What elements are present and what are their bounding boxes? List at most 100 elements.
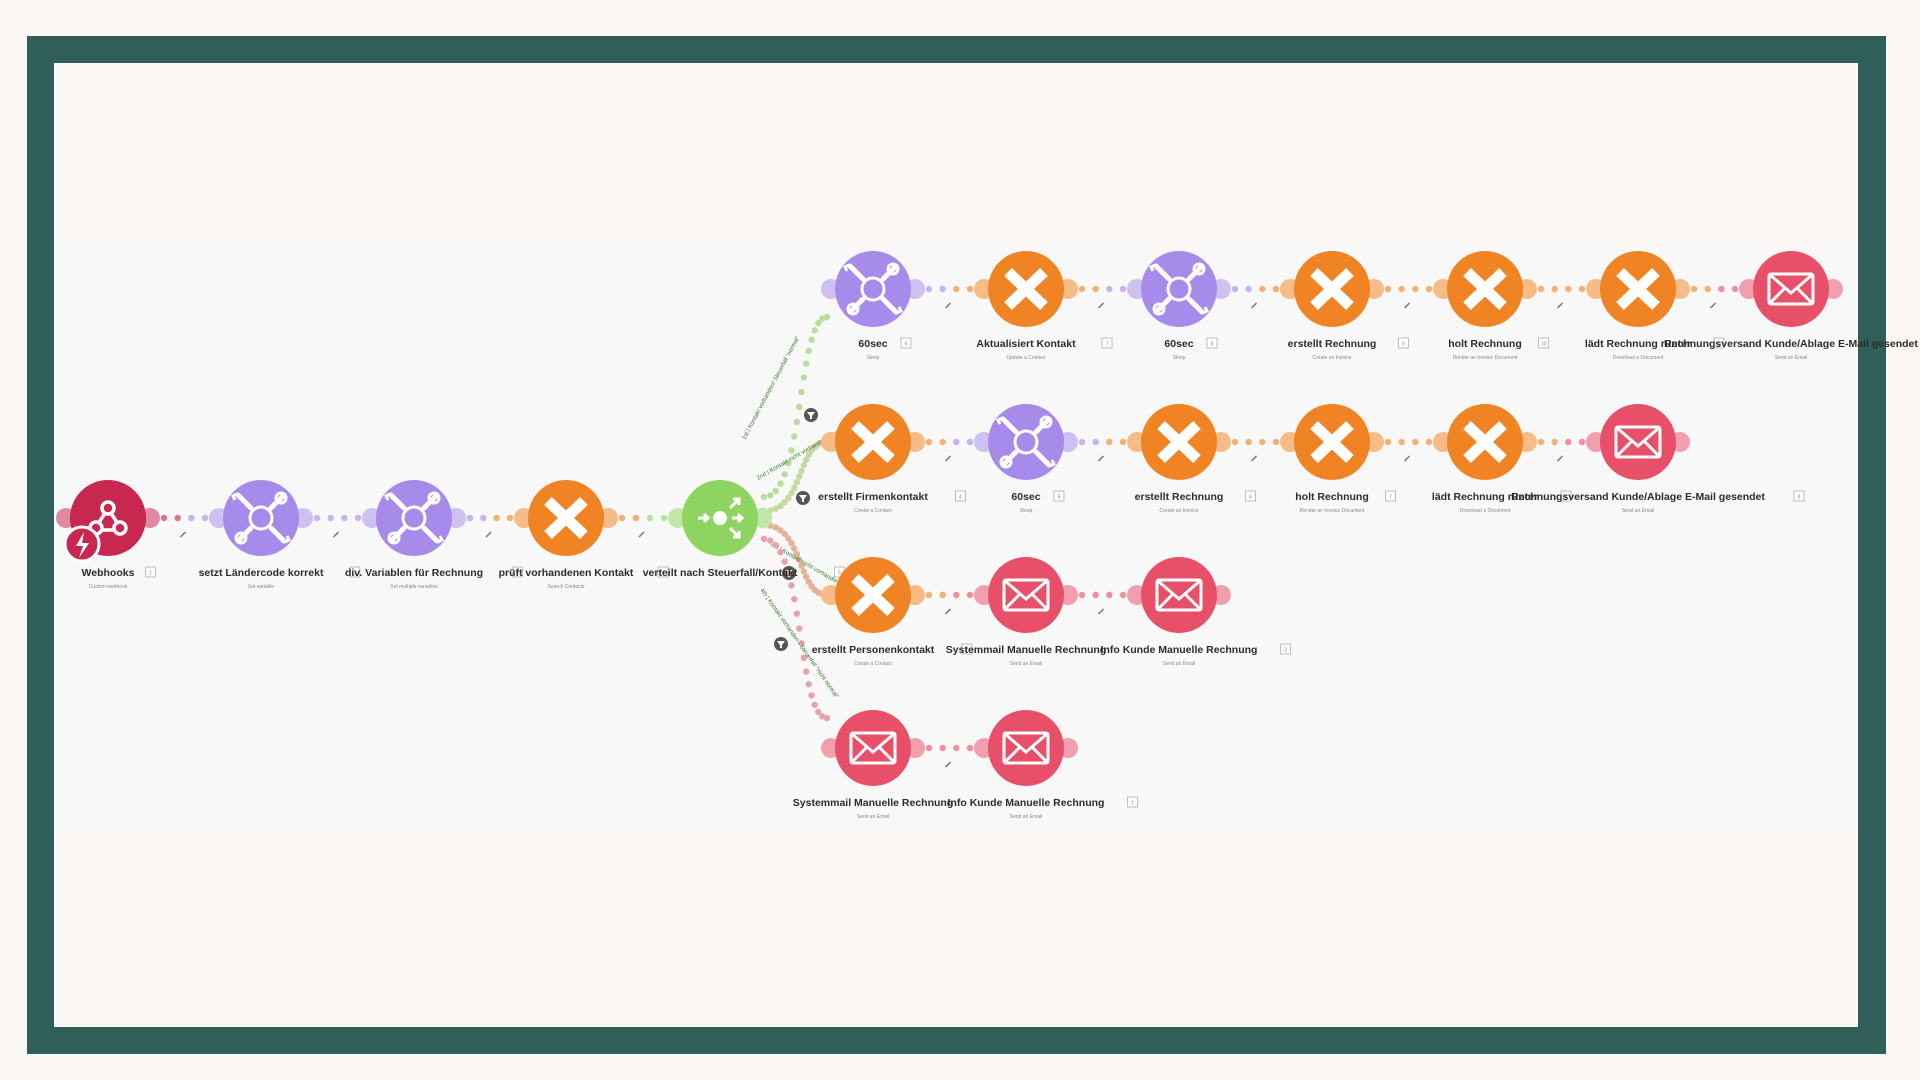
- route-dot: [800, 461, 808, 469]
- module-bubble[interactable]: [835, 251, 911, 327]
- module-id-badge: 3: [1280, 643, 1292, 655]
- module-bubble[interactable]: [1141, 557, 1217, 633]
- module-bubble[interactable]: [988, 404, 1064, 480]
- link-settings-icon[interactable]: [1097, 608, 1105, 615]
- module-id-badge: 10: [1538, 337, 1550, 349]
- filter-icon[interactable]: [774, 637, 788, 651]
- connector-dot: [1690, 285, 1698, 293]
- connector-dot: [1259, 438, 1266, 446]
- module-bubble[interactable]: [988, 710, 1064, 786]
- module-sublabel: Create an Invoice: [1159, 508, 1198, 514]
- module-label: lädt Rechnung runter: [1432, 491, 1538, 503]
- connector-dot: [1425, 438, 1433, 446]
- link-settings-icon[interactable]: [1709, 302, 1717, 309]
- route-dot: [796, 473, 803, 480]
- link-settings-icon[interactable]: [944, 455, 952, 462]
- module-label: erstellt Rechnung: [1288, 338, 1377, 350]
- module-id-badge: 8: [1206, 337, 1218, 349]
- module-label: Rechnungsversand Kunde/Ablage E-Mail ges…: [1664, 338, 1918, 350]
- connector-dot: [953, 744, 960, 752]
- link-settings-icon[interactable]: [179, 531, 187, 538]
- module-label: Info Kunde Manuelle Rechnung: [1101, 644, 1258, 656]
- connector-dot: [939, 591, 946, 599]
- link-settings-icon[interactable]: [1403, 302, 1411, 309]
- svg-text:7: 7: [1106, 342, 1109, 348]
- module-label: prüft vorhandenen Kontakt: [499, 567, 634, 579]
- connector-dot: [925, 285, 933, 293]
- link-settings-icon[interactable]: [944, 761, 952, 768]
- link-settings-icon[interactable]: [944, 608, 952, 615]
- module-bubble[interactable]: [1141, 251, 1217, 327]
- link-settings-icon[interactable]: [1556, 455, 1564, 462]
- route-dot: [785, 535, 792, 542]
- link-settings-icon[interactable]: [1250, 455, 1258, 462]
- route-dot: [785, 459, 792, 467]
- module-bubble[interactable]: [835, 710, 911, 786]
- connector-dot: [925, 744, 933, 752]
- module-bubble[interactable]: [1753, 251, 1829, 327]
- module-id-badge: 8: [1560, 490, 1572, 502]
- link-settings-icon[interactable]: [332, 531, 340, 538]
- module-bubble[interactable]: [223, 480, 299, 556]
- module-bubble[interactable]: [376, 480, 452, 556]
- route-dot: [798, 388, 805, 396]
- connector-dot: [1565, 285, 1572, 293]
- route-dot: [793, 550, 801, 558]
- route-dot: [803, 360, 810, 367]
- filter-icon[interactable]: [804, 408, 818, 422]
- module-label: verteilt nach Steuerfall/Kontakt: [643, 567, 798, 579]
- module-id-badge: 1: [145, 566, 157, 578]
- link-settings-icon[interactable]: [1097, 302, 1105, 309]
- svg-text:1: 1: [1131, 801, 1134, 807]
- module-label: Info Kunde Manuelle Rechnung: [948, 797, 1105, 809]
- route-dot: [791, 484, 798, 492]
- link-settings-icon[interactable]: [485, 531, 492, 538]
- link-settings-icon[interactable]: [638, 531, 645, 538]
- module-label: Webhooks: [82, 567, 135, 579]
- route-dot: [767, 492, 774, 499]
- module-id-badge: 7: [1101, 337, 1113, 349]
- connector-dot: [1551, 285, 1558, 293]
- connector-dot: [1272, 438, 1280, 446]
- connector-dot: [174, 514, 181, 522]
- connector-dot: [1259, 285, 1266, 293]
- route-dot: [803, 668, 810, 675]
- connector-dot: [1551, 438, 1558, 446]
- module-r1-mail[interactable]: Rechnungsversand Kunde/Ablage E-Mail ges…: [1664, 251, 1918, 361]
- filter-icon[interactable]: [796, 491, 810, 505]
- trigger-bolt-icon[interactable]: [63, 525, 101, 563]
- module-r2-mail[interactable]: Rechnungsversand Kunde/Ablage E-Mail ges…: [1511, 404, 1805, 514]
- link-settings-icon[interactable]: [1403, 455, 1411, 462]
- module-bubble[interactable]: [988, 557, 1064, 633]
- module-id-badge: 11: [1713, 337, 1725, 349]
- svg-text:9: 9: [1402, 342, 1405, 348]
- link-settings-icon[interactable]: [1556, 302, 1564, 309]
- link-settings-icon[interactable]: [944, 302, 952, 309]
- module-bubble[interactable]: [1600, 404, 1676, 480]
- svg-text:1: 1: [149, 571, 152, 577]
- link-settings-icon[interactable]: [1250, 302, 1258, 309]
- link-settings-icon[interactable]: [1097, 455, 1105, 462]
